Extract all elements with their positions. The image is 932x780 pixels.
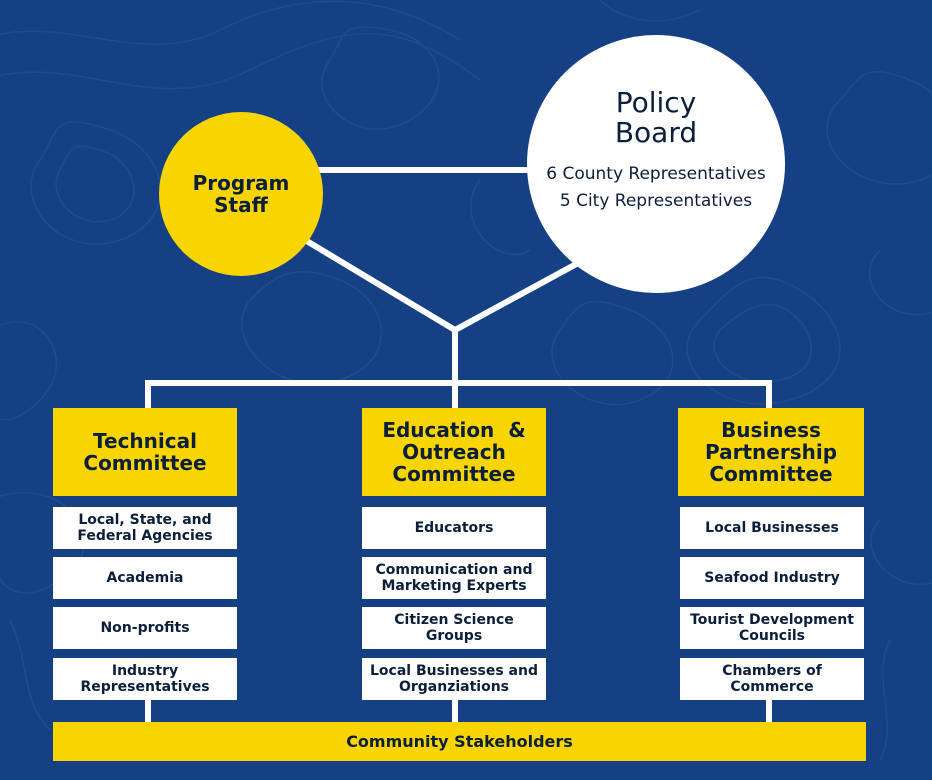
- member-box: Industry Representatives: [53, 658, 237, 700]
- member-label-line: Representatives: [80, 679, 210, 695]
- member-box: Academia: [53, 557, 237, 599]
- committee-title-line: Committee: [709, 462, 833, 486]
- member-label-line: Local Businesses and: [370, 663, 538, 679]
- program-staff-node: Program Staff: [159, 112, 323, 276]
- member-label-line: Commerce: [730, 679, 814, 695]
- member-box: Citizen Science Groups: [362, 607, 546, 649]
- policy-board-member: 6 County Representatives: [546, 163, 766, 184]
- member-box: Local Businesses and Organziations: [362, 658, 546, 700]
- member-box: Non-profits: [53, 607, 237, 649]
- member-label-line: Marketing Experts: [381, 578, 527, 594]
- committee-title-line: Outreach: [402, 440, 506, 464]
- member-label-line: Organziations: [398, 679, 510, 695]
- community-stakeholders-bar: Community Stakeholders: [53, 722, 866, 761]
- committee-title-line: Business: [721, 418, 821, 442]
- member-label-line: Groups: [425, 628, 483, 644]
- policy-board-title-line: Board: [614, 115, 698, 149]
- education-outreach-committee-header: Education & Outreach Committee: [362, 408, 546, 496]
- member-box: Local Businesses: [680, 507, 864, 549]
- policy-board-member: 5 City Representatives: [559, 190, 753, 211]
- member-label-line: Academia: [106, 570, 184, 586]
- member-label-line: Educators: [414, 520, 494, 536]
- technical-committee-header: Technical Committee: [53, 408, 237, 496]
- member-box: Tourist Development Councils: [680, 607, 864, 649]
- committee-title-line: Committee: [83, 451, 207, 475]
- program-staff-title-line: Staff: [214, 193, 268, 217]
- community-stakeholders-label: Community Stakeholders: [346, 732, 573, 751]
- member-box: Local, State, and Federal Agencies: [53, 507, 237, 549]
- program-staff-title-line: Program: [192, 171, 290, 195]
- member-box: Educators: [362, 507, 546, 549]
- policy-board-node: Policy Board 6 County Representatives 5 …: [527, 35, 785, 293]
- member-box: Chambers of Commerce: [680, 658, 864, 700]
- business-partnership-committee-header: Business Partnership Committee: [678, 408, 864, 496]
- member-label-line: Federal Agencies: [77, 528, 213, 544]
- member-label-line: Tourist Development: [690, 612, 854, 628]
- member-label-line: Communication and: [375, 562, 533, 578]
- member-label-line: Non-profits: [100, 620, 190, 636]
- member-box: Seafood Industry: [680, 557, 864, 599]
- committee-title-line: Education &: [382, 418, 526, 442]
- committee-title-line: Partnership: [704, 440, 838, 464]
- committee-title-line: Technical: [93, 429, 197, 453]
- member-box: Communication and Marketing Experts: [362, 557, 546, 599]
- member-label-line: Councils: [738, 628, 806, 644]
- policy-board-title: Policy Board: [614, 85, 698, 149]
- member-label-line: Seafood Industry: [704, 570, 840, 586]
- policy-board-title-line: Policy: [615, 85, 697, 119]
- member-label-line: Chambers of: [722, 663, 822, 679]
- member-label-line: Industry: [111, 663, 179, 679]
- member-label-line: Local, State, and: [78, 512, 212, 528]
- committee-title-line: Committee: [392, 462, 516, 486]
- member-label-line: Local Businesses: [705, 520, 839, 536]
- member-label-line: Citizen Science: [394, 612, 514, 628]
